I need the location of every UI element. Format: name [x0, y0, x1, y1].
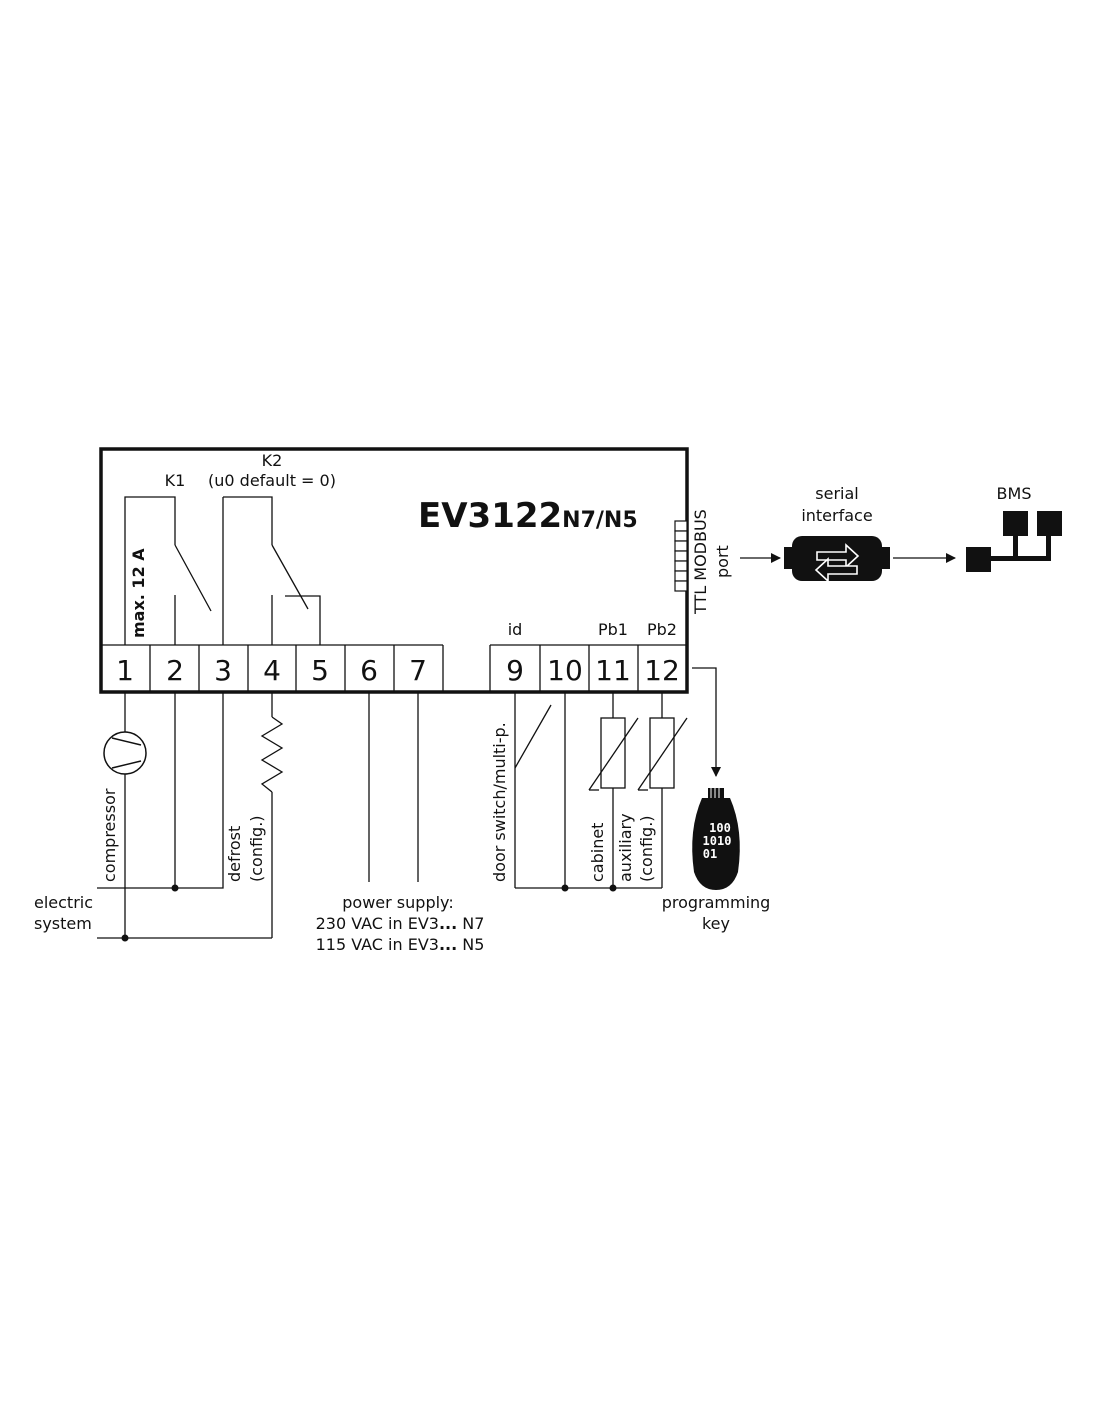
terminal-numbers: 1 2 3 4 5 6 7 9 10 11 12: [116, 654, 680, 687]
serial-label-line2: interface: [801, 506, 872, 525]
key-bits-line2: 1010: [703, 834, 732, 848]
relay-k2-contact: [223, 496, 321, 645]
bms-label: BMS: [997, 484, 1032, 503]
junction-dot: [609, 884, 617, 892]
electric-system-line1: electric: [34, 893, 93, 912]
model-name: EV3122N7/N5: [418, 496, 638, 536]
key-bits-line3: 01: [703, 847, 717, 861]
power-230-label: 230 VAC in EV3... N7: [316, 914, 485, 933]
defrost-label: defrost: [225, 826, 244, 882]
programming-key-icon: 100 1010 01: [692, 788, 740, 890]
port-label-line1: TTL MODBUS: [691, 509, 710, 615]
input-wiring: [514, 692, 663, 889]
modbus-port-connector: [674, 520, 688, 592]
terminal-11: 11: [595, 654, 631, 687]
input-id-label: id: [508, 620, 523, 639]
bms-network-icon: [966, 511, 1062, 572]
relay-k2-note: (u0 default = 0): [208, 471, 336, 490]
port-label-line2: port: [713, 545, 732, 578]
relay-k1-label: K1: [165, 471, 186, 490]
junction-dot: [121, 934, 129, 942]
terminal-4: 4: [263, 654, 281, 687]
probe-pb1-icon: [588, 717, 639, 791]
terminal-10: 10: [547, 654, 583, 687]
serial-interface-icon: [784, 536, 890, 583]
relay-k1-contact: [124, 496, 224, 645]
power-115-label: 115 VAC in EV3... N5: [316, 935, 485, 954]
terminal-5: 5: [311, 654, 329, 687]
auxiliary-label: auxiliary: [616, 813, 635, 882]
terminal-9: 9: [506, 654, 524, 687]
terminal-6: 6: [360, 654, 378, 687]
arrow-to-programming-key: [692, 667, 721, 777]
power-supply-wiring: [368, 692, 419, 882]
junction-dot: [561, 884, 569, 892]
compressor-icon: [103, 731, 147, 775]
programming-key-line2: key: [702, 914, 730, 933]
junction-dot: [171, 884, 179, 892]
input-pb2-label: Pb2: [647, 620, 677, 639]
electric-system-line2: system: [34, 914, 92, 933]
external-wiring-left: [97, 692, 284, 939]
terminal-3: 3: [214, 654, 232, 687]
serial-label-line1: serial: [815, 484, 858, 503]
power-supply-title: power supply:: [342, 893, 453, 912]
terminal-7: 7: [409, 654, 427, 687]
cabinet-label: cabinet: [588, 823, 607, 882]
probe-pb2-icon: [637, 717, 688, 791]
auxiliary-config-label: (config.): [637, 815, 656, 882]
compressor-label: compressor: [100, 788, 119, 882]
max-current-label: max. 12 A: [129, 548, 148, 638]
terminal-12: 12: [644, 654, 680, 687]
door-switch-label: door switch/multi-p.: [490, 722, 509, 882]
key-bits-line1: 100: [709, 821, 731, 835]
terminal-2: 2: [166, 654, 184, 687]
relay-k2-label: K2: [262, 451, 283, 470]
terminal-1: 1: [116, 654, 134, 687]
defrost-config-label: (config.): [247, 815, 266, 882]
terminal-strip: [101, 644, 687, 692]
programming-key-line1: programming: [662, 893, 771, 912]
input-pb1-label: Pb1: [598, 620, 628, 639]
